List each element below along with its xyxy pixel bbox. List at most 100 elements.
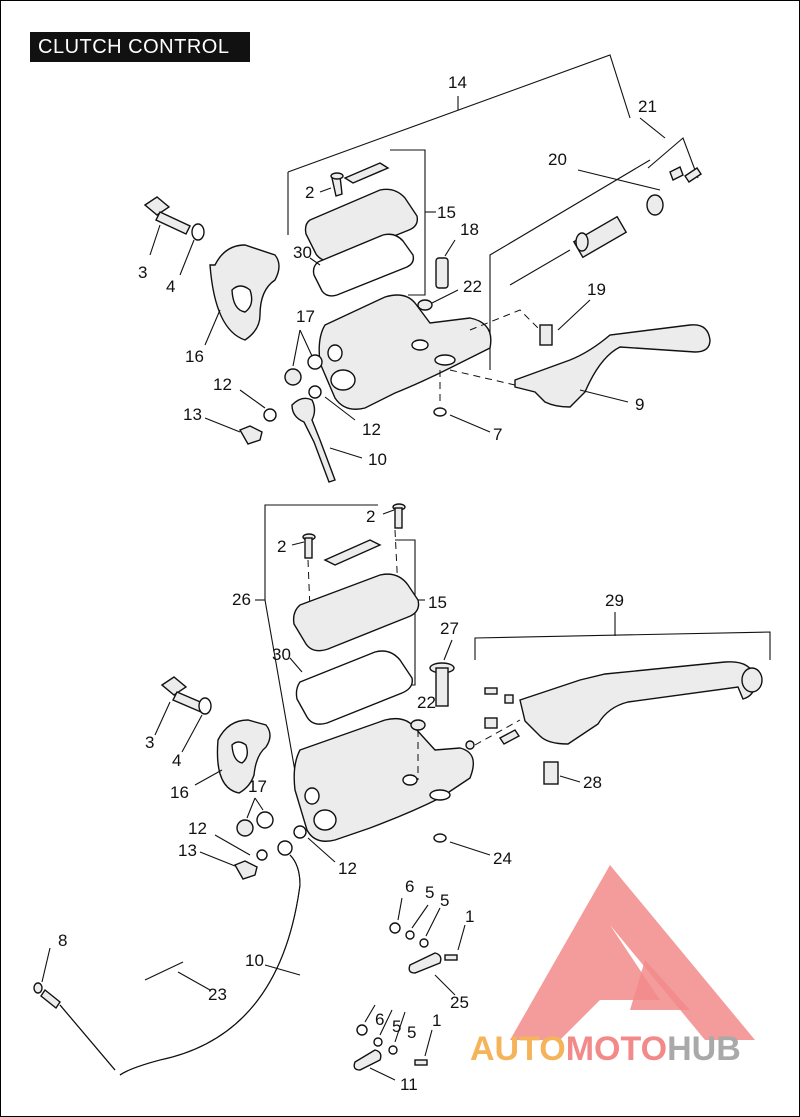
bushing-28 xyxy=(543,761,559,785)
fitting-8 xyxy=(33,947,116,1071)
callout-17b: 17 xyxy=(248,777,267,796)
callout-15b: 15 xyxy=(428,593,447,612)
piston-assembly-20 xyxy=(509,194,664,286)
master-cylinder-upper xyxy=(318,294,492,410)
callout-16b: 16 xyxy=(170,783,189,802)
ring-7 xyxy=(433,407,447,417)
pin-27 xyxy=(429,639,455,707)
screw-2-lower-a xyxy=(382,503,406,529)
callout-12b: 12 xyxy=(362,420,381,439)
callout-8: 8 xyxy=(58,931,67,950)
callout-2c: 2 xyxy=(277,537,286,556)
callout-24: 24 xyxy=(493,849,512,868)
hose-10-lower xyxy=(119,840,301,1076)
screw-2-upper xyxy=(319,172,344,197)
callout-7: 7 xyxy=(493,425,502,444)
callout-22a: 22 xyxy=(463,277,482,296)
callout-6a: 6 xyxy=(405,877,414,896)
cap-22-upper xyxy=(417,299,433,311)
callout-4a: 4 xyxy=(166,277,175,296)
bolt-3-upper xyxy=(143,196,191,256)
clip-group-25 xyxy=(389,897,466,996)
callout-5b: 5 xyxy=(440,891,449,910)
fitting-17-lower xyxy=(236,797,274,837)
clamp-16-lower xyxy=(194,719,271,794)
switch-parts xyxy=(465,687,521,750)
fitting-17-upper xyxy=(284,329,323,386)
callout-30a: 30 xyxy=(293,243,312,262)
washer-12b xyxy=(263,408,277,422)
callout-12c: 12 xyxy=(188,819,207,838)
callout-11: 11 xyxy=(400,1075,418,1094)
screw-2-lower-b xyxy=(291,533,316,559)
master-cylinder-lower xyxy=(293,717,474,842)
callout-1b: 1 xyxy=(432,1011,441,1030)
callout-labels: 14 21 20 2 15 18 3 4 30 22 19 16 17 12 1… xyxy=(58,73,657,1094)
callout-10b: 10 xyxy=(245,951,264,970)
callout-1a: 1 xyxy=(465,907,474,926)
callout-4b: 4 xyxy=(172,751,181,770)
callout-14: 14 xyxy=(448,73,467,92)
clip-group-11 xyxy=(353,1004,433,1081)
cable-tie-23 xyxy=(144,961,184,981)
bracket-21 xyxy=(647,137,699,179)
cover-15-lower xyxy=(292,573,420,652)
callout-2a: 2 xyxy=(305,183,314,202)
callout-13a: 13 xyxy=(183,405,202,424)
gasket-strip-lower xyxy=(323,539,382,566)
callout-17a: 17 xyxy=(296,307,315,326)
pin-18 xyxy=(435,239,456,289)
callout-20: 20 xyxy=(548,150,567,169)
lever-9 xyxy=(514,324,711,408)
gasket-30-upper xyxy=(312,233,415,297)
page-title: CLUTCH CONTROL xyxy=(30,32,250,62)
washer-4-upper xyxy=(191,223,205,241)
callout-18: 18 xyxy=(460,220,479,239)
callout-9: 9 xyxy=(635,395,644,414)
callout-22b: 22 xyxy=(417,693,436,712)
callout-27: 27 xyxy=(440,619,459,638)
callout-21: 21 xyxy=(638,97,657,116)
gasket-strip-upper xyxy=(343,162,390,184)
callout-13b: 13 xyxy=(178,841,197,860)
callout-15a: 15 xyxy=(437,203,456,222)
callout-6b: 6 xyxy=(375,1010,384,1029)
callout-12d: 12 xyxy=(338,859,357,878)
bolt-3-lower xyxy=(154,676,206,736)
callout-3b: 3 xyxy=(145,733,154,752)
callout-29: 29 xyxy=(605,591,624,610)
callout-16a: 16 xyxy=(185,347,204,366)
washer-12a xyxy=(308,385,322,399)
bracket-26 xyxy=(264,504,378,600)
ring-24 xyxy=(433,833,447,843)
bolt-13-upper xyxy=(238,425,263,445)
cover-15-upper xyxy=(304,188,419,262)
washer-12d xyxy=(256,849,268,861)
callout-5d: 5 xyxy=(407,1023,416,1042)
callout-23: 23 xyxy=(208,985,227,1004)
cap-22-lower xyxy=(410,719,426,731)
callout-26: 26 xyxy=(232,590,251,609)
washer-4-lower xyxy=(198,697,212,715)
gasket-30-lower xyxy=(295,650,413,725)
callout-2b: 2 xyxy=(366,507,375,526)
automotohub-logo-mark xyxy=(510,865,755,1040)
callout-25: 25 xyxy=(450,993,469,1012)
callout-28: 28 xyxy=(583,773,602,792)
callout-19: 19 xyxy=(587,280,606,299)
clamp-16-upper xyxy=(204,244,280,346)
washer-12c xyxy=(293,825,307,839)
callout-10a: 10 xyxy=(368,450,387,469)
callout-12a: 12 xyxy=(213,375,232,394)
callout-30b: 30 xyxy=(272,645,291,664)
automotohub-logo-text: AUTOMOTOHUB xyxy=(470,1030,741,1068)
hose-10-upper xyxy=(291,397,336,483)
clip-21 xyxy=(669,166,702,183)
bushing-19 xyxy=(539,324,553,346)
callout-5c: 5 xyxy=(392,1017,401,1036)
bracket-15-upper xyxy=(390,149,426,296)
lever-29 xyxy=(519,661,756,745)
bracket-29 xyxy=(474,631,771,660)
callout-3a: 3 xyxy=(138,263,147,282)
